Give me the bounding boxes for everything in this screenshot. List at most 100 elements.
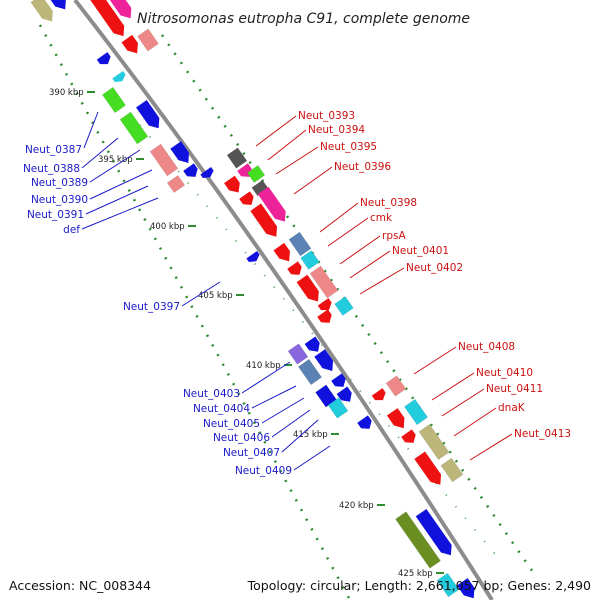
kbp-tick-label: 415 kbp: [293, 430, 328, 440]
gene-feature: [386, 408, 405, 429]
gene-arrow: [49, 0, 66, 10]
gene-feature: [119, 111, 149, 145]
leader-line: [293, 166, 333, 195]
gene-feature: [331, 373, 346, 387]
gene-feature: [414, 451, 442, 485]
gene-label-left: Neut_0404: [193, 403, 250, 415]
gene-label-left: Neut_0405: [203, 418, 260, 430]
gene-arrow: [224, 175, 240, 193]
gene-arrow: [317, 298, 332, 311]
gene-arrow: [170, 141, 190, 164]
gene-feature: [436, 572, 460, 598]
gene-arrow: [317, 309, 332, 323]
kbp-tick-label: 400 kbp: [150, 222, 185, 232]
gene-label-left: Neut_0409: [235, 465, 292, 477]
gene-arrow: [314, 349, 334, 372]
gene-arrow: [371, 388, 386, 401]
label-leaders: [81, 111, 513, 471]
kbp-tick-label: 425 kbp: [398, 569, 433, 579]
gene-feature: [334, 296, 354, 316]
gene-feature: [137, 28, 159, 52]
gene-label-right: Neut_0394: [308, 124, 365, 136]
leader-line: [81, 137, 119, 169]
leader-line: [359, 267, 405, 295]
gene-feature: [415, 508, 452, 556]
gene-feature: [136, 99, 160, 129]
gene-box: [436, 572, 460, 598]
gene-label-left: Neut_0407: [223, 447, 280, 459]
gene-label-right: Neut_0411: [486, 383, 543, 395]
gene-feature: [96, 52, 111, 65]
gene-feature: [112, 70, 126, 83]
leader-line: [89, 169, 153, 200]
leader-line: [293, 445, 331, 471]
gene-arrow: [456, 578, 475, 599]
gene-arrow: [357, 415, 372, 429]
gene-label-right: rpsA: [382, 230, 406, 242]
kbp-tick-label: 405 kbp: [198, 291, 233, 301]
leader-line: [453, 407, 497, 437]
gene-feature: [395, 511, 441, 569]
leader-line: [281, 419, 319, 453]
leader-line: [339, 235, 381, 265]
gene-feature: [239, 191, 254, 205]
gene-label-left: Neut_0389: [31, 177, 88, 189]
gene-feature: [224, 175, 240, 193]
gene-label-left: Neut_0403: [183, 388, 240, 400]
gene-label-left: def: [63, 224, 80, 236]
leader-line: [431, 372, 475, 401]
leader-line: [267, 129, 307, 161]
leader-line: [261, 397, 305, 424]
leader-line: [181, 281, 221, 307]
gene-feature: [314, 349, 334, 372]
gene-box: [166, 175, 186, 193]
gene-arrow: [183, 163, 198, 177]
leader-line: [85, 185, 149, 215]
gene-box: [300, 250, 320, 270]
gene-feature: [108, 0, 132, 19]
gene-box: [298, 358, 322, 386]
gene-arrow: [257, 186, 286, 222]
gene-box: [137, 28, 159, 52]
gene-feature: [246, 165, 266, 183]
gene-label-right: Neut_0395: [320, 141, 377, 153]
gene-arrow: [336, 386, 352, 402]
leader-line: [349, 250, 391, 279]
gene-feature: [30, 0, 53, 22]
gene-arrow: [30, 0, 53, 22]
gene-box: [334, 296, 354, 316]
gene-feature: [166, 175, 186, 193]
gc-track-inner: [139, 124, 501, 561]
kbp-tick-label: 420 kbp: [339, 501, 374, 511]
gene-box: [418, 423, 450, 461]
gene-feature: [250, 203, 278, 237]
gene-label-left: Neut_0406: [213, 432, 270, 444]
gene-feature: [401, 429, 416, 443]
gene-label-right: Neut_0410: [476, 367, 533, 379]
gene-arrow: [415, 508, 452, 556]
kbp-tick-label: 410 kbp: [246, 361, 281, 371]
gene-feature: [300, 250, 320, 270]
gene-feature: [304, 336, 320, 352]
gene-label-left: Neut_0390: [31, 194, 88, 206]
gene-feature: [357, 415, 372, 429]
gene-feature: [385, 375, 407, 397]
accession-text: Accession: NC_008344: [9, 578, 152, 593]
gene-feature: [296, 274, 319, 302]
gene-feature: [273, 242, 290, 262]
gene-features: [30, 0, 475, 599]
gene-arrow: [136, 99, 160, 129]
gene-feature: [49, 0, 66, 10]
gene-label-right: Neut_0396: [334, 161, 391, 173]
gene-feature: [246, 250, 260, 263]
gene-box: [395, 511, 441, 569]
gene-arrow: [296, 274, 319, 302]
gene-box: [385, 375, 407, 397]
gene-feature: [309, 265, 339, 299]
gene-feature: [404, 398, 428, 426]
gene-feature: [317, 309, 332, 323]
gene-arrow: [246, 250, 260, 263]
gene-arrow: [112, 70, 126, 83]
